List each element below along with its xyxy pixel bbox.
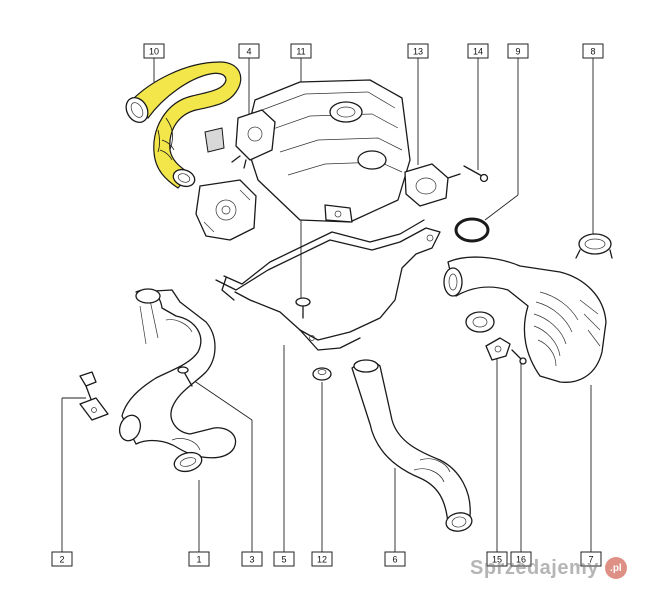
bolt-14	[463, 165, 489, 183]
svg-text:3: 3	[249, 555, 254, 565]
bolt-3	[177, 366, 193, 387]
watermark-text: Sprzedajemy	[470, 556, 599, 579]
callout-14: 14	[467, 43, 489, 59]
svg-text:7: 7	[588, 555, 593, 565]
svg-text:13: 13	[413, 47, 423, 57]
o-ring-9	[454, 217, 490, 243]
callout-1: 1	[188, 551, 210, 567]
svg-text:5: 5	[281, 555, 286, 565]
bolt-16	[511, 349, 527, 365]
callout-3: 3	[241, 551, 263, 567]
bracket-2	[79, 371, 109, 421]
callout-7: 7	[580, 551, 602, 567]
intake-manifold	[244, 79, 411, 223]
grommet-12	[312, 367, 332, 381]
callout-9: 9	[507, 43, 529, 59]
svg-text:15: 15	[492, 555, 502, 565]
svg-text:11: 11	[296, 47, 305, 57]
throttle-body	[195, 179, 257, 241]
egr-valve	[204, 109, 276, 169]
svg-text:8: 8	[590, 47, 595, 57]
callout-11: 11	[290, 43, 312, 59]
svg-text:9: 9	[515, 47, 520, 57]
svg-text:12: 12	[317, 555, 327, 565]
callout-10: 10	[143, 43, 165, 59]
callout-boxes: 10 4 11 13 14 9 8 2 1 3 5 12 6 15 16 7	[51, 43, 604, 567]
callout-8: 8	[582, 43, 604, 59]
intercooler-hose-7	[443, 256, 607, 383]
watermark: Sprzedajemy .pl	[470, 548, 660, 588]
bolt-11	[295, 297, 311, 319]
hose-6	[351, 359, 473, 532]
callout-4: 4	[238, 43, 260, 59]
airflow-sensor	[404, 163, 461, 207]
svg-text:14: 14	[473, 47, 483, 57]
callout-16: 16	[510, 551, 532, 567]
callout-2: 2	[51, 551, 73, 567]
callout-13: 13	[407, 43, 429, 59]
gasket-15	[485, 337, 511, 361]
watermark-badge: .pl	[604, 557, 627, 579]
turbo-hose-1	[118, 288, 237, 473]
support-bracket	[215, 219, 441, 351]
callout-6: 6	[384, 551, 406, 567]
svg-text:16: 16	[516, 555, 526, 565]
callout-15: 15	[486, 551, 508, 567]
svg-text:10: 10	[149, 47, 159, 57]
svg-text:6: 6	[392, 555, 397, 565]
callout-12: 12	[311, 551, 333, 567]
svg-text:1: 1	[196, 555, 201, 565]
clamp-8	[575, 233, 613, 259]
svg-text:2: 2	[59, 555, 64, 565]
callout-5: 5	[273, 551, 295, 567]
highlighted-hose	[125, 61, 242, 189]
svg-text:4: 4	[246, 47, 251, 57]
